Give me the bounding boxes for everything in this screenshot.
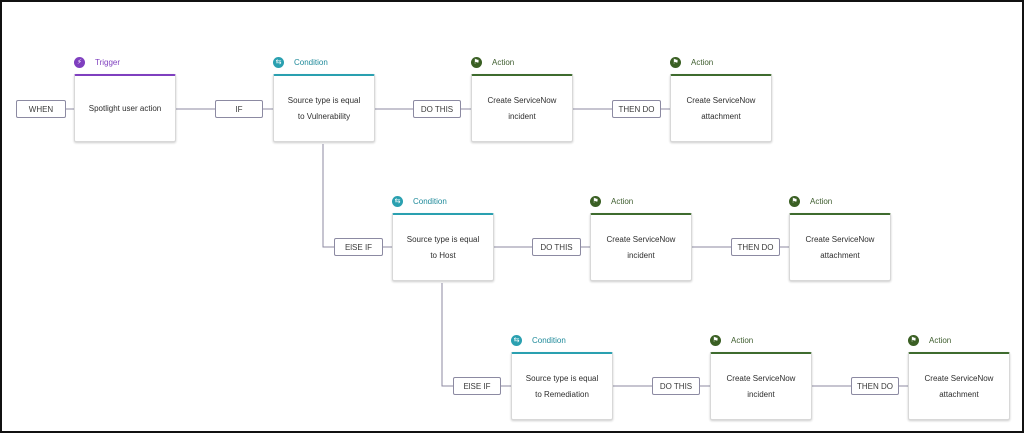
then-do-connector[interactable]: THEN DO [731, 238, 780, 256]
action-label: Action [611, 196, 634, 206]
action-node-attachment[interactable]: Create ServiceNow attachment [908, 352, 1010, 420]
action-header: ⚑ Action [710, 333, 753, 347]
action-label: Action [929, 335, 952, 345]
trigger-node[interactable]: Spotlight user action [74, 74, 176, 142]
do-this-connector[interactable]: DO THIS [652, 377, 700, 395]
action-node-attachment[interactable]: Create ServiceNow attachment [670, 74, 772, 142]
lightning-icon: ⚡ [74, 56, 85, 68]
action-label: Action [810, 196, 833, 206]
action-header: ⚑ Action [471, 55, 514, 69]
trigger-header: ⚡ Trigger [74, 55, 120, 69]
condition-node-remediation[interactable]: Source type is equal to Remediation [511, 352, 613, 420]
then-do-connector[interactable]: THEN DO [851, 377, 899, 395]
trigger-label: Trigger [95, 57, 121, 67]
action-node-incident[interactable]: Create ServiceNow incident [471, 74, 573, 142]
else-if-connector[interactable]: ElSE IF [453, 377, 501, 395]
action-node-incident[interactable]: Create ServiceNow incident [590, 213, 692, 281]
else-if-connector[interactable]: ElSE IF [334, 238, 383, 256]
condition-header: ⇆ Condition [392, 194, 447, 208]
condition-icon: ⇆ [392, 195, 403, 207]
action-header: ⚑ Action [670, 55, 713, 69]
flag-icon: ⚑ [908, 334, 919, 346]
action-label: Action [492, 57, 515, 67]
flag-icon: ⚑ [789, 195, 800, 207]
action-header: ⚑ Action [789, 194, 832, 208]
do-this-connector[interactable]: DO THIS [413, 100, 461, 118]
if-connector[interactable]: IF [215, 100, 263, 118]
action-node-attachment[interactable]: Create ServiceNow attachment [789, 213, 891, 281]
condition-header: ⇆ Condition [511, 333, 566, 347]
condition-icon: ⇆ [273, 56, 284, 68]
action-header: ⚑ Action [590, 194, 633, 208]
flag-icon: ⚑ [670, 56, 681, 68]
condition-header: ⇆ Condition [273, 55, 328, 69]
action-node-incident[interactable]: Create ServiceNow incident [710, 352, 812, 420]
condition-label: Condition [532, 335, 566, 345]
condition-label: Condition [413, 196, 447, 206]
flag-icon: ⚑ [590, 195, 601, 207]
condition-icon: ⇆ [511, 334, 522, 346]
action-label: Action [731, 335, 754, 345]
condition-node-vulnerability[interactable]: Source type is equal to Vulnerability [273, 74, 375, 142]
then-do-connector[interactable]: THEN DO [612, 100, 661, 118]
do-this-connector[interactable]: DO THIS [532, 238, 581, 256]
when-connector[interactable]: WHEN [16, 100, 66, 118]
condition-label: Condition [294, 57, 328, 67]
action-header: ⚑ Action [908, 333, 951, 347]
action-label: Action [691, 57, 714, 67]
condition-node-host[interactable]: Source type is equal to Host [392, 213, 494, 281]
flag-icon: ⚑ [471, 56, 482, 68]
flag-icon: ⚑ [710, 334, 721, 346]
